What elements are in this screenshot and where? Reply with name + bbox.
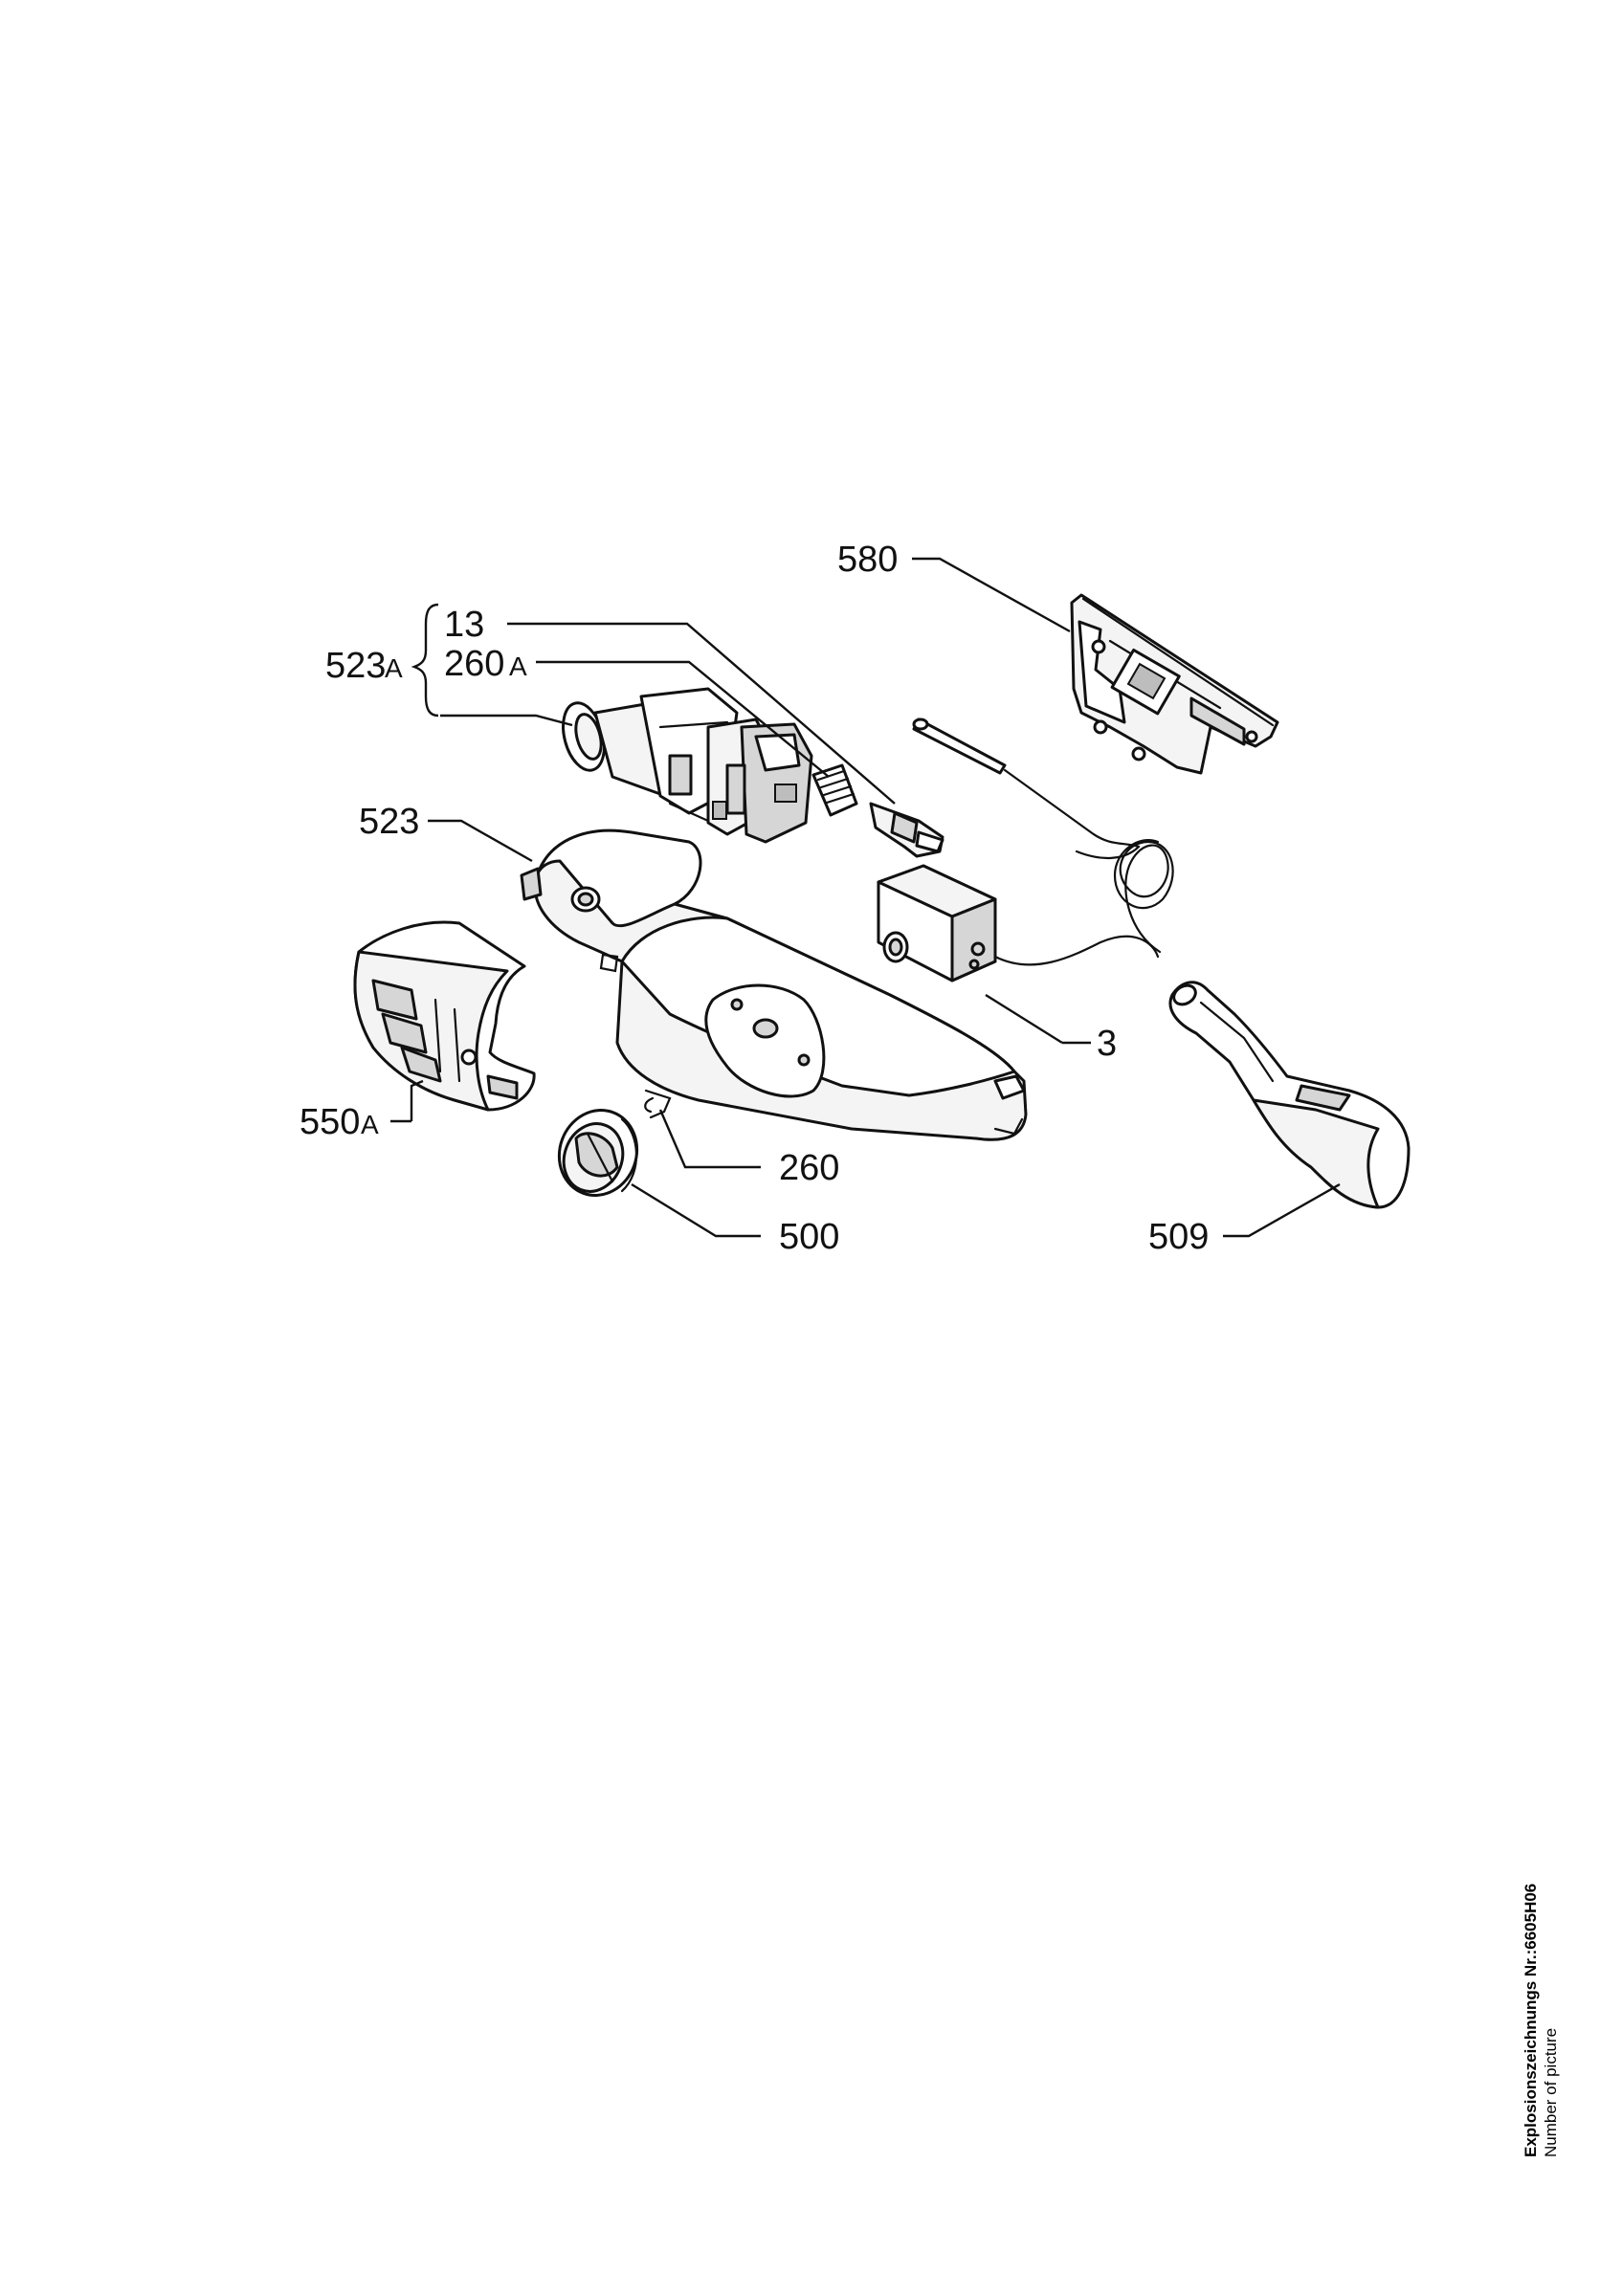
callout-509: 509 bbox=[1148, 1217, 1209, 1257]
label-550a: 550 bbox=[300, 1102, 360, 1142]
part-523a-switch-assembly bbox=[562, 687, 813, 844]
label-523a: 523 bbox=[325, 646, 386, 686]
label-260: 260 bbox=[779, 1148, 839, 1188]
label-550a-suffix: A bbox=[361, 1110, 379, 1139]
part-523-housing bbox=[520, 828, 1028, 1141]
label-523: 523 bbox=[359, 802, 419, 842]
part-550a-cover bbox=[353, 920, 536, 1112]
callout-260a: 260 A bbox=[444, 644, 527, 684]
callout-580: 580 bbox=[837, 540, 898, 580]
label-509: 509 bbox=[1148, 1217, 1209, 1257]
label-13: 13 bbox=[444, 605, 484, 645]
callout-13: 13 bbox=[444, 605, 484, 645]
callout-550a: 550 A bbox=[300, 1102, 379, 1142]
label-580: 580 bbox=[837, 540, 898, 580]
part-13-plunger bbox=[869, 802, 944, 858]
callout-523: 523 bbox=[359, 802, 419, 842]
label-260a: 260 bbox=[444, 644, 504, 684]
part-580-bracket bbox=[1070, 593, 1279, 775]
group-brace bbox=[411, 603, 439, 718]
callout-523a: 523 A bbox=[325, 646, 403, 686]
leader-lines bbox=[390, 557, 1341, 1238]
label-260a-suffix: A bbox=[509, 651, 527, 681]
label-523a-suffix: A bbox=[385, 653, 403, 683]
part-260-clip bbox=[644, 1089, 672, 1119]
drawing-number: Explosionszeichnungs Nr.:6605H06 bbox=[1522, 1883, 1540, 2157]
drawing-footer: Explosionszeichnungs Nr.:6605H06 Number … bbox=[1521, 1884, 1562, 2157]
part-260a-spring bbox=[811, 763, 858, 817]
picture-label: Number of picture bbox=[1542, 2027, 1561, 2157]
callout-3: 3 bbox=[1097, 1024, 1117, 1064]
label-500: 500 bbox=[779, 1217, 839, 1257]
label-3: 3 bbox=[1097, 1024, 1117, 1064]
callout-500: 500 bbox=[779, 1217, 839, 1257]
part-3-thermostat bbox=[877, 718, 1174, 982]
callout-260: 260 bbox=[779, 1148, 839, 1188]
part-500-knob bbox=[557, 1109, 639, 1197]
part-509-grip bbox=[1168, 981, 1411, 1209]
